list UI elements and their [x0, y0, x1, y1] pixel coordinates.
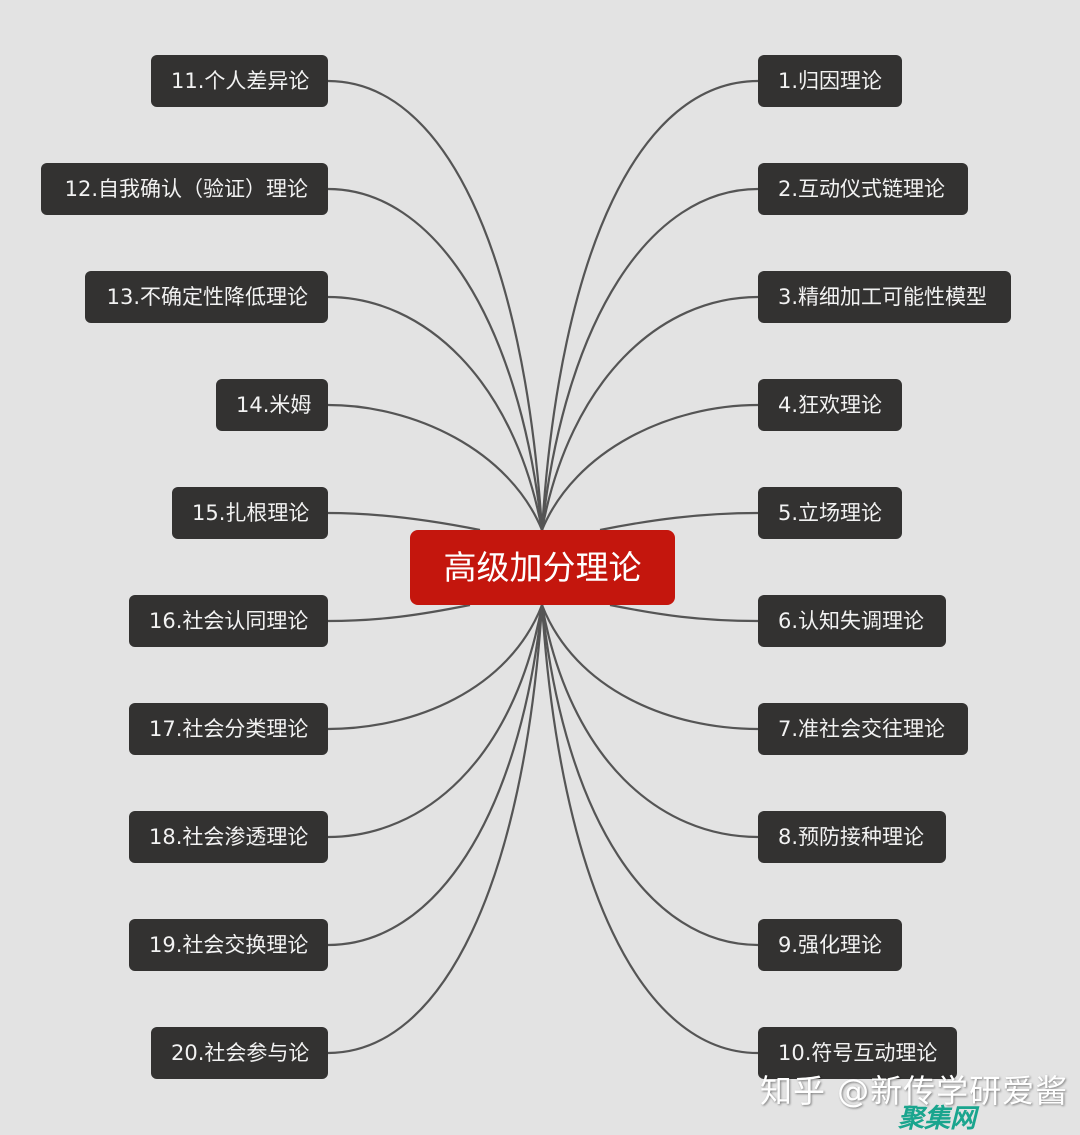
mindmap-node-17[interactable]: 17.社会分类理论 [129, 703, 328, 755]
mindmap-node-16[interactable]: 16.社会认同理论 [129, 595, 328, 647]
mindmap-node-5[interactable]: 5.立场理论 [758, 487, 902, 539]
mindmap-node-6[interactable]: 6.认知失调理论 [758, 595, 946, 647]
mindmap-node-15[interactable]: 15.扎根理论 [172, 487, 328, 539]
mindmap-node-20[interactable]: 20.社会参与论 [151, 1027, 328, 1079]
zhihu-watermark: 知乎 @新传学研爱酱 [760, 1072, 1069, 1110]
mindmap-node-7[interactable]: 7.准社会交往理论 [758, 703, 968, 755]
mindmap-node-8[interactable]: 8.预防接种理论 [758, 811, 946, 863]
mindmap-node-13[interactable]: 13.不确定性降低理论 [85, 271, 328, 323]
central-topic[interactable]: 高级加分理论 [410, 530, 675, 605]
mindmap-node-11[interactable]: 11.个人差异论 [151, 55, 328, 107]
mindmap-node-1[interactable]: 1.归因理论 [758, 55, 902, 107]
site-watermark: 聚集网 [898, 1104, 977, 1134]
mindmap-node-4[interactable]: 4.狂欢理论 [758, 379, 902, 431]
mindmap-node-3[interactable]: 3.精细加工可能性模型 [758, 271, 1011, 323]
mindmap-node-2[interactable]: 2.互动仪式链理论 [758, 163, 968, 215]
mindmap-node-10[interactable]: 10.符号互动理论 [758, 1027, 957, 1079]
mindmap-node-18[interactable]: 18.社会渗透理论 [129, 811, 328, 863]
mindmap-node-19[interactable]: 19.社会交换理论 [129, 919, 328, 971]
mindmap-node-14[interactable]: 14.米姆 [216, 379, 328, 431]
mindmap-node-9[interactable]: 9.强化理论 [758, 919, 902, 971]
mindmap-node-12[interactable]: 12.自我确认（验证）理论 [41, 163, 328, 215]
